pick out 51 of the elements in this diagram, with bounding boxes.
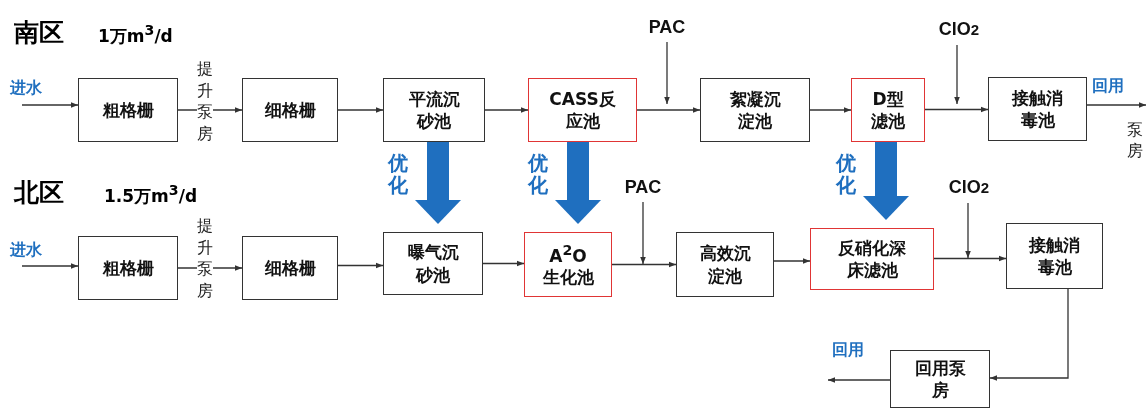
- chemical-dosing-label: PAC: [642, 16, 692, 40]
- block-arrow: [555, 142, 601, 224]
- edge-label: 优化: [528, 152, 548, 196]
- process-box: 细格栅: [242, 236, 338, 300]
- arrow: [965, 202, 971, 259]
- edge-label: 优化: [388, 152, 408, 196]
- process-box: 接触消毒池: [1006, 223, 1103, 289]
- process-box: 曝气沉砂池: [383, 232, 483, 295]
- arrow: [989, 288, 1069, 381]
- section-title: 北区: [14, 177, 64, 209]
- arrow: [773, 258, 811, 264]
- chemical-dosing-label: PAC: [618, 176, 668, 200]
- arrow: [636, 107, 701, 113]
- destination-label: 泵房: [1124, 90, 1146, 162]
- arrow: [827, 377, 891, 383]
- arrow: [21, 102, 79, 108]
- edge-label: 进水: [10, 240, 42, 261]
- arrow: [664, 41, 670, 105]
- arrow: [482, 260, 525, 267]
- edge-label: 回用: [1092, 76, 1124, 97]
- edge-label: 回用: [832, 340, 864, 361]
- arrow: [1086, 102, 1147, 108]
- arrow: [484, 107, 529, 113]
- process-box: CASS反应池: [528, 78, 637, 142]
- process-box: 细格栅: [242, 78, 338, 142]
- arrow: [640, 201, 646, 265]
- process-box: 粗格栅: [78, 236, 178, 300]
- process-box: 回用泵房: [890, 350, 990, 408]
- process-box: 高效沉淀池: [676, 232, 774, 297]
- capacity-label: 1万m$^{3}$/d: [98, 22, 173, 48]
- process-box: 平流沉砂池: [383, 78, 485, 142]
- arrow: [611, 261, 677, 268]
- arrow: [809, 107, 852, 113]
- arrow: [337, 107, 384, 113]
- process-box: A$^{2}$O生化池: [524, 232, 612, 297]
- section-title: 南区: [14, 17, 64, 49]
- arrow: [924, 106, 989, 113]
- arrow: [954, 44, 960, 105]
- process-box: 接触消毒池: [988, 77, 1087, 141]
- edge-label: 优化: [836, 152, 856, 196]
- process-box: 粗格栅: [78, 78, 178, 142]
- edge-label: 进水: [10, 78, 42, 99]
- block-arrow: [863, 142, 909, 220]
- capacity-label: 1.5万m$^{3}$/d: [104, 182, 198, 208]
- arrow: [21, 263, 79, 269]
- process-box: 反硝化深床滤池: [810, 228, 934, 290]
- process-box: D型滤池: [851, 78, 925, 142]
- arrow: [933, 255, 1007, 262]
- process-box: 絮凝沉淀池: [700, 78, 810, 142]
- block-arrow: [415, 142, 461, 224]
- arrow: [337, 262, 384, 269]
